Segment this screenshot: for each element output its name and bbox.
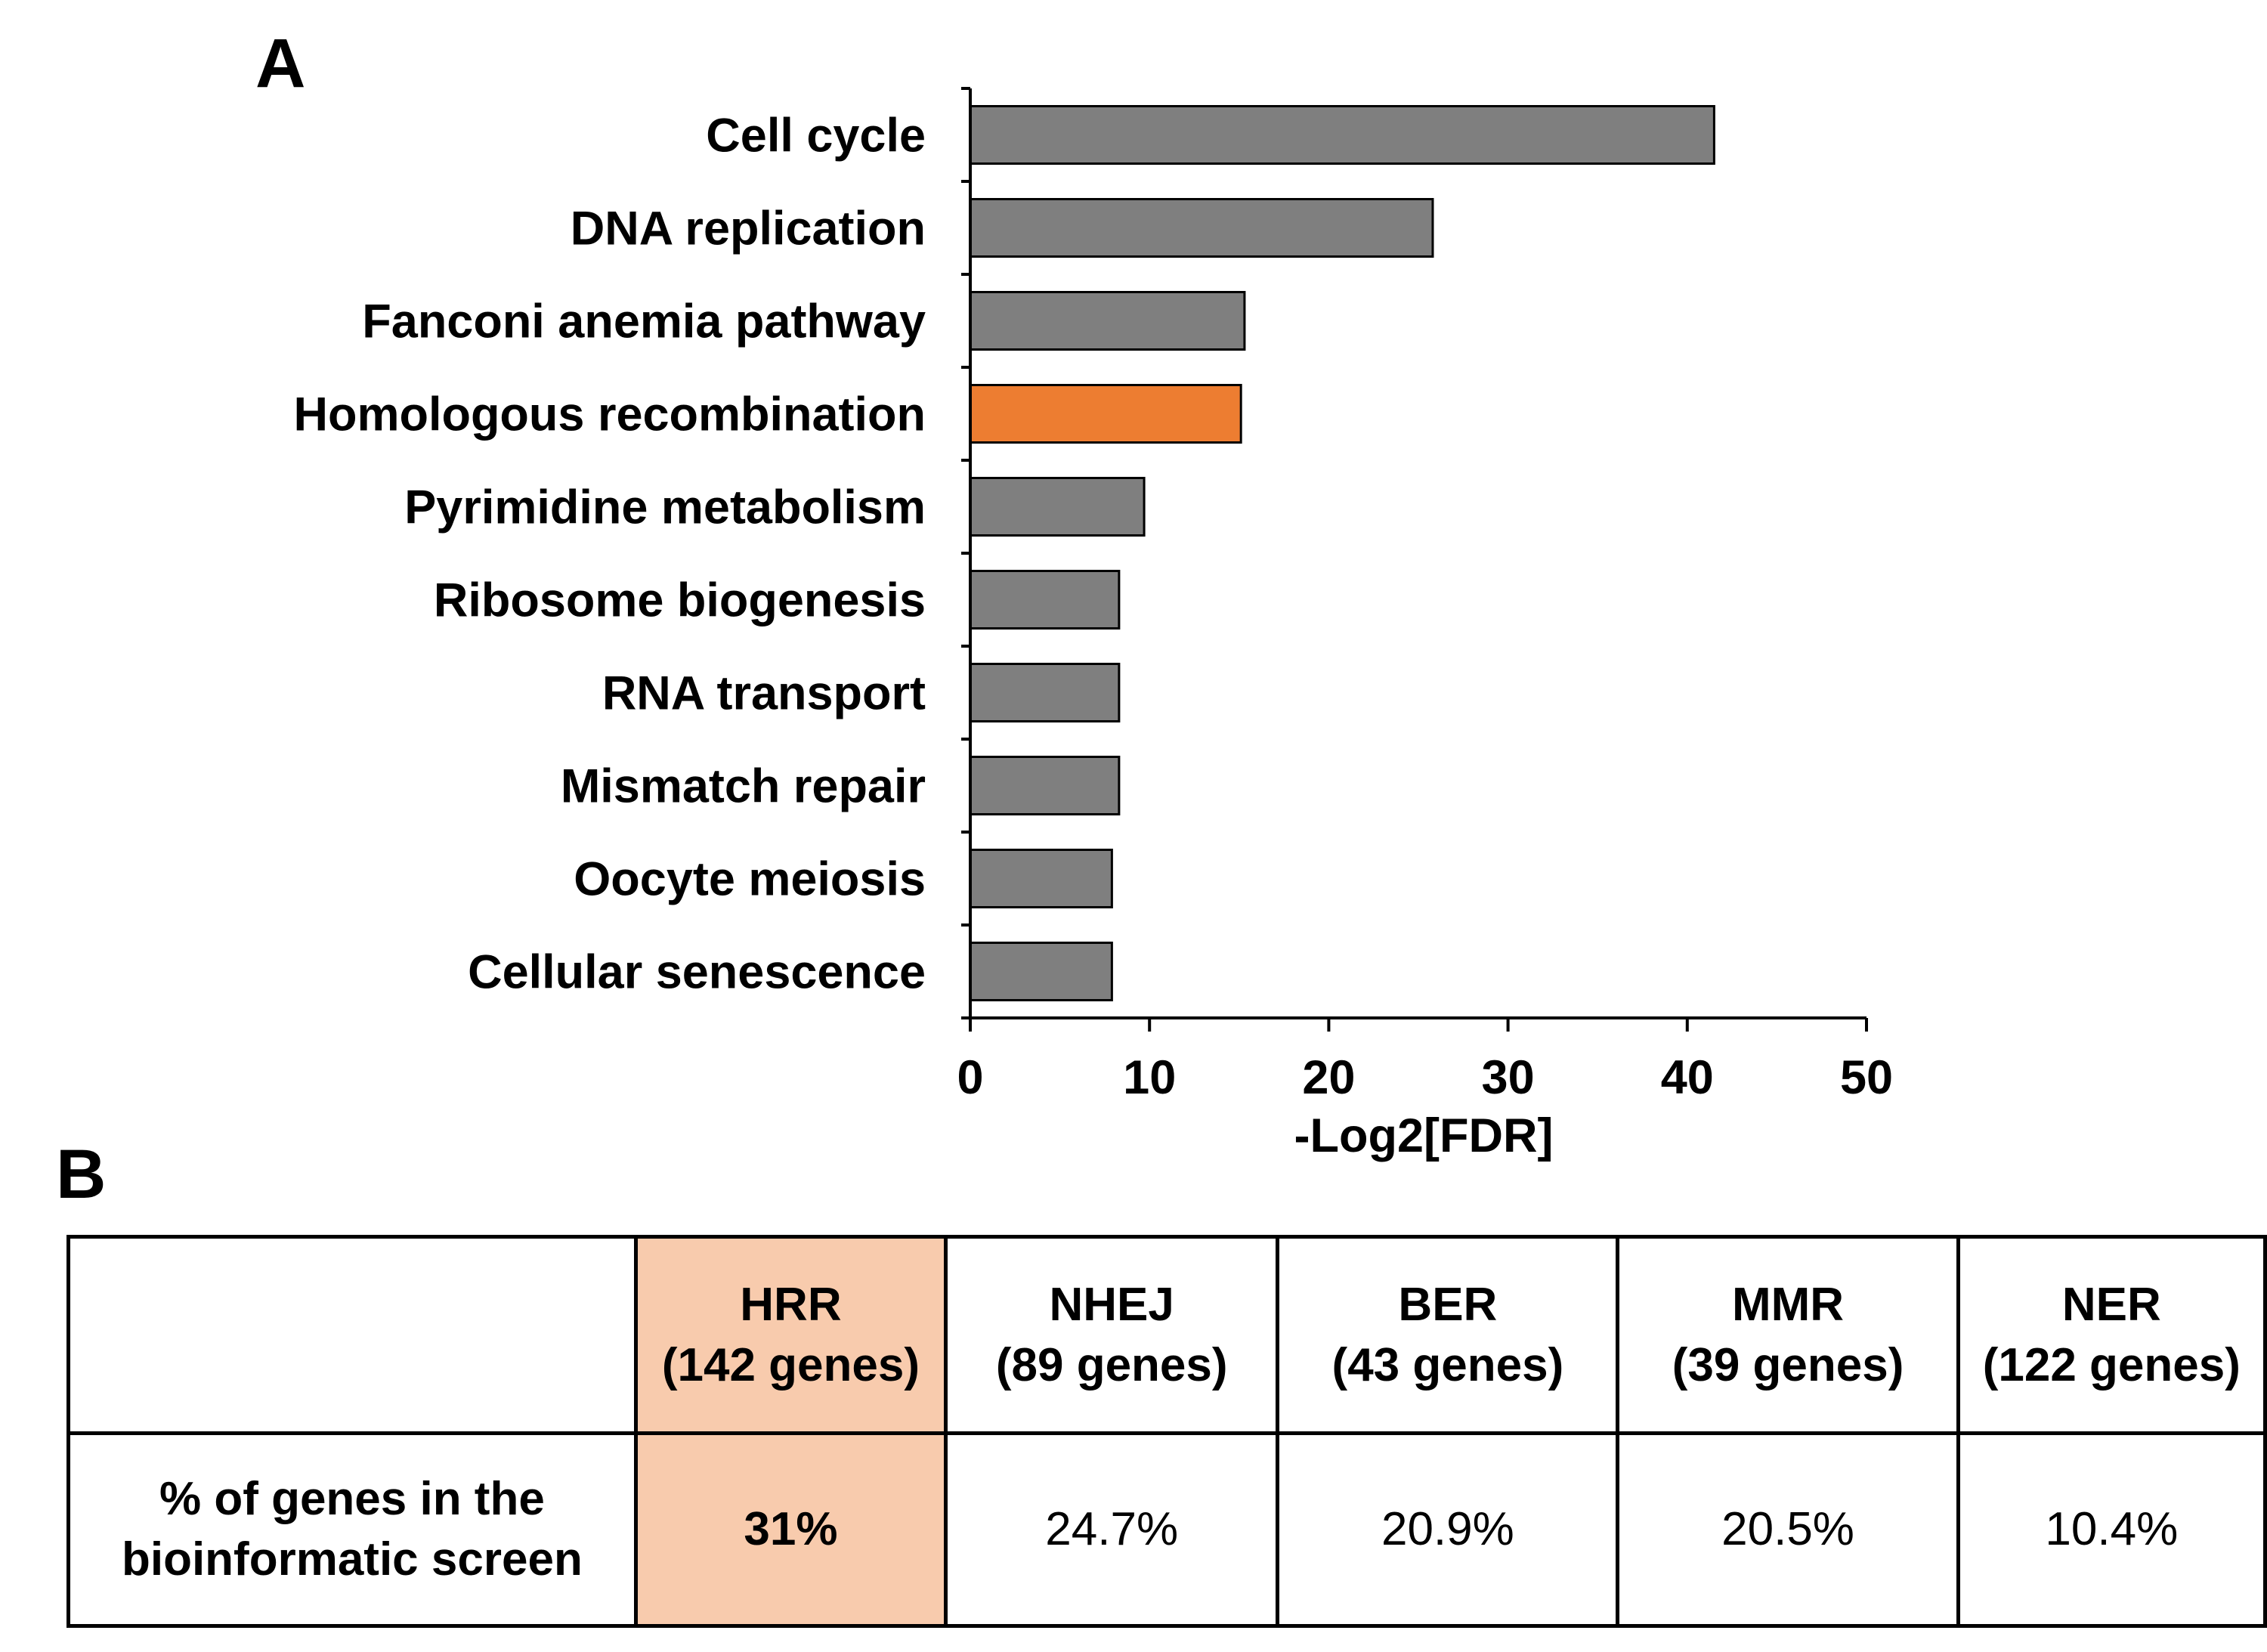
value-hrr: 31% — [633, 1431, 948, 1628]
x-tick-label-3: 30 — [1482, 1051, 1535, 1104]
category-label-9: Oocyte meiosis — [574, 853, 926, 906]
panel-a-label: A — [255, 25, 306, 102]
category-label-7: RNA transport — [602, 667, 926, 720]
bar-7 — [969, 663, 1121, 722]
header-nhej-genes: (89 genes) — [995, 1338, 1228, 1391]
header-nhej-name: NHEJ — [1049, 1278, 1174, 1331]
header-mmr-name: MMR — [1732, 1278, 1845, 1331]
row-label-line-1: % of genes in the — [159, 1473, 545, 1525]
bar-5 — [969, 477, 1146, 537]
x-tick-label-1: 10 — [1123, 1051, 1176, 1104]
category-label-10: Cellular senescence — [468, 946, 926, 999]
header-ber-genes: (43 genes) — [1331, 1338, 1564, 1391]
x-axis-title: -Log2[FDR] — [1294, 1109, 1554, 1162]
header-ner-genes: (122 genes) — [1982, 1338, 2241, 1391]
header-ber: BER (43 genes) — [1276, 1235, 1620, 1435]
category-label-4: Homologous recombination — [293, 388, 926, 441]
bar-8 — [969, 756, 1121, 815]
header-hrr-genes: (142 genes) — [661, 1338, 920, 1391]
value-mmr: 20.5% — [1616, 1431, 1960, 1628]
value-ber: 20.9% — [1276, 1431, 1620, 1628]
bar-6 — [969, 570, 1121, 630]
header-ner-name: NER — [2061, 1278, 2161, 1331]
category-label-2: DNA replication — [571, 203, 926, 255]
header-mmr-genes: (39 genes) — [1672, 1338, 1904, 1391]
category-label-8: Mismatch repair — [561, 760, 926, 813]
x-tick-label-0: 0 — [957, 1051, 983, 1104]
table-corner-cell — [66, 1235, 638, 1435]
row-label-line-2: bioinformatic screen — [121, 1533, 583, 1585]
category-label-6: Ribosome biogenesis — [434, 574, 926, 627]
header-nhej: NHEJ (89 genes) — [944, 1235, 1280, 1435]
x-tick-label-5: 50 — [1840, 1051, 1893, 1104]
value-nhej: 24.7% — [944, 1431, 1280, 1628]
bar-1 — [969, 105, 1715, 165]
x-tick-label-2: 20 — [1302, 1051, 1355, 1104]
table-value-row: % of genes in the bioinformatic screen 3… — [66, 1431, 2267, 1628]
bar-4 — [969, 384, 1242, 444]
category-label-1: Cell cycle — [706, 110, 926, 162]
bar-2 — [969, 198, 1434, 258]
panel-b-label: B — [56, 1136, 107, 1213]
category-label-5: Pyrimidine metabolism — [404, 481, 926, 534]
value-ner: 10.4% — [1956, 1431, 2267, 1628]
category-label-3: Fanconi anemia pathway — [362, 295, 926, 348]
bars — [969, 105, 1715, 1001]
header-hrr: HRR (142 genes) — [633, 1235, 948, 1435]
dna-repair-summary-table: HRR (142 genes) NHEJ (89 genes) BER (43 … — [66, 1235, 2267, 1628]
bar-10 — [969, 942, 1113, 1001]
header-mmr: MMR (39 genes) — [1616, 1235, 1960, 1435]
x-axis-ticks: 0 10 20 30 40 50 — [957, 1018, 1893, 1104]
bar-3 — [969, 291, 1246, 351]
header-ner: NER (122 genes) — [1956, 1235, 2267, 1435]
header-ber-name: BER — [1398, 1278, 1498, 1331]
bar-9 — [969, 849, 1113, 908]
x-tick-label-4: 40 — [1661, 1051, 1714, 1104]
table-header-row: HRR (142 genes) NHEJ (89 genes) BER (43 … — [66, 1235, 2267, 1435]
header-hrr-name: HRR — [740, 1278, 842, 1331]
row-label-cell: % of genes in the bioinformatic screen — [66, 1431, 638, 1628]
y-axis-ticks — [961, 87, 970, 1019]
